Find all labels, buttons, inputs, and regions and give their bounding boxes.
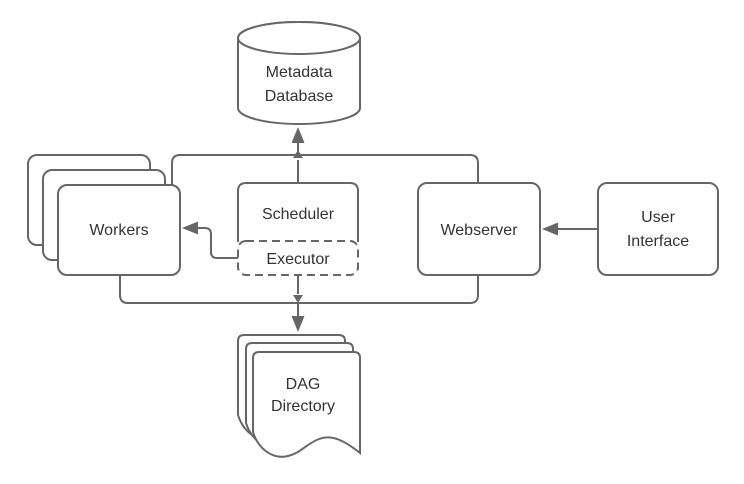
scheduler-node: Scheduler Executor: [237, 182, 359, 276]
user-interface-label-line2: Interface: [627, 233, 689, 250]
arrowhead-up-icon: [291, 127, 305, 143]
executor-box: [237, 240, 359, 276]
scheduler-box: [237, 182, 359, 242]
small-arrowhead-down-icon: [293, 295, 303, 303]
user-interface-box: [597, 182, 719, 276]
webserver-label: Webserver: [440, 222, 518, 239]
edge-bottom-trunk: [119, 275, 479, 304]
arrowhead-down-icon: [291, 316, 305, 332]
user-interface-node: User Interface: [597, 182, 719, 276]
edge-top-trunk: [171, 154, 479, 186]
edge-executor-to-workers: [182, 221, 238, 259]
workers-stack-front: [57, 184, 181, 276]
dag-directory-label-line2: Directory: [271, 398, 335, 415]
workers-node: Workers: [27, 154, 181, 276]
dag-document-front: [252, 351, 361, 458]
metadata-database-label-line1: Metadata: [266, 64, 333, 81]
edge-to-metadata-database: [171, 127, 479, 186]
dag-directory-node: DAG Directory: [237, 334, 361, 458]
arrowhead-left-icon: [542, 222, 558, 236]
user-interface-label-line1: User: [641, 209, 675, 226]
edge-executor-workers-line: [197, 227, 238, 259]
workers-label: Workers: [89, 222, 148, 239]
metadata-database-label-line2: Database: [265, 88, 334, 105]
executor-label: Executor: [266, 251, 330, 268]
dag-directory-label-line1: DAG: [286, 376, 321, 393]
metadata-database-node: Metadata Database: [237, 21, 361, 125]
cylinder-top: [237, 21, 361, 55]
edge-to-dag-directory: [119, 275, 479, 332]
scheduler-label: Scheduler: [262, 206, 335, 223]
webserver-box: [417, 182, 541, 276]
edge-user-interface-to-webserver: [542, 222, 598, 236]
arrowhead-left-icon: [182, 221, 198, 235]
webserver-node: Webserver: [417, 182, 541, 276]
